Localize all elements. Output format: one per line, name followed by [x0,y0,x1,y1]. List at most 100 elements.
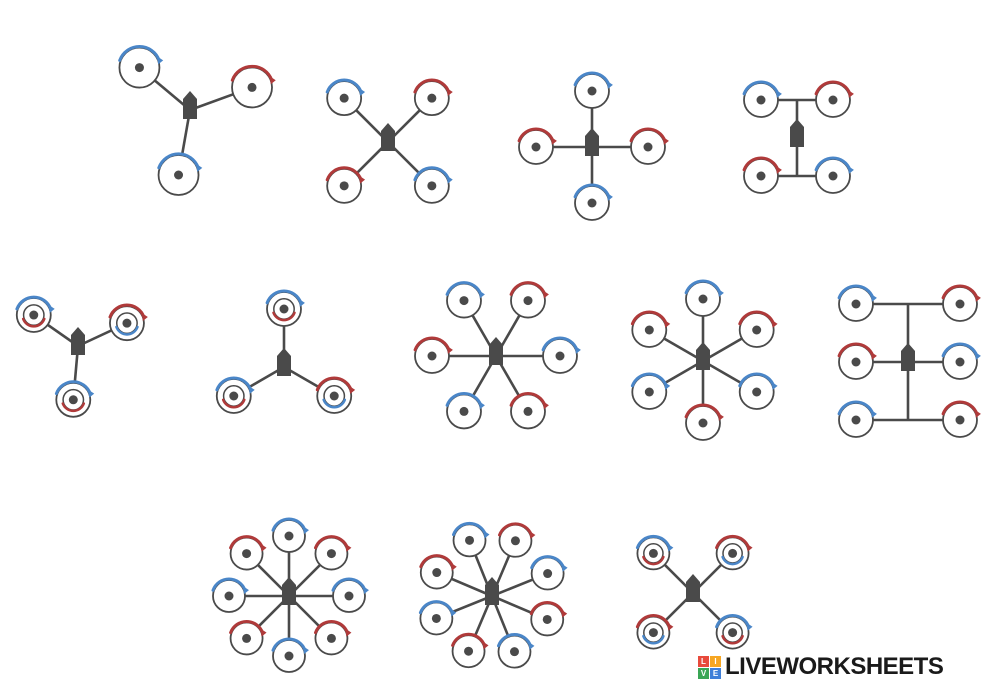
flight-controller-body [489,337,503,365]
rotor [452,521,490,558]
rotation-arrowhead [870,351,877,360]
clockwise-rotation-arrow [738,310,776,326]
clockwise-rotation-arrow [629,127,667,143]
motor-hub [465,535,475,545]
rotation-arrowhead [196,163,203,172]
motor-hub [955,415,965,425]
motor-hub [955,299,965,309]
counterclockwise-rotation-arrow [325,78,363,94]
coaxial-rotation-arrow [642,555,665,566]
coaxial-rotation-arrow [221,398,246,409]
rotor [529,601,568,637]
counterclockwise-rotation-arrow [445,392,483,407]
rotation-arrowhead [88,389,95,398]
rotation-arrowhead [746,543,753,552]
rotor [445,281,485,319]
counterclockwise-rotation-arrow [157,152,200,170]
rotor [635,534,674,571]
counterclockwise-rotation-arrow [837,284,875,300]
rotor [271,517,309,553]
logo-tile-i: I [710,655,721,667]
rotation-arrowhead [298,298,305,307]
rotation-arrowhead [746,622,753,631]
rotation-arrowhead [359,88,366,97]
rotation-arrowhead [446,88,453,97]
counterclockwise-rotation-arrow [445,281,483,296]
flight-controller-body [790,119,804,147]
diagram-tricopter [118,45,276,196]
rotation-arrowhead [349,385,356,394]
rotation-arrowhead [606,80,613,89]
motor-hub [427,93,437,103]
clockwise-rotation-arrow [630,310,668,326]
rotor [509,392,549,430]
rotor [629,127,669,165]
counterclockwise-rotation-arrow [684,279,722,295]
rotation-arrowhead [775,89,782,98]
motor-hub [587,198,597,208]
rotation-arrowhead [667,622,674,631]
rotor [715,534,753,571]
motor-hub [510,536,520,546]
rotor [742,156,782,194]
rotor [271,637,309,673]
rotation-arrowhead [667,543,674,552]
rotor [630,372,671,410]
clockwise-rotation-arrow [315,376,353,392]
rotor [530,555,568,591]
rotation-arrowhead [574,345,581,354]
motor-hub [459,296,469,306]
clockwise-rotation-arrow [837,342,875,358]
rotor [941,284,981,322]
rotation-arrowhead [771,319,778,328]
clockwise-rotation-arrow [230,64,274,82]
counterclockwise-rotation-arrow [331,577,367,592]
motor-hub [326,633,336,643]
motor-hub [174,170,184,180]
rotation-arrowhead [478,290,485,299]
coaxial-rotation-arrow [115,325,139,336]
counterclockwise-rotation-arrow [738,372,776,388]
rotor [230,64,276,109]
counterclockwise-rotation-arrow [630,372,668,388]
rotation-arrowhead [446,175,453,184]
rotation-arrowhead [345,628,352,637]
flight-controller-body [585,128,599,156]
rotor [941,342,981,380]
diagram-hexa-h [837,284,981,438]
counterclockwise-rotation-arrow [941,342,979,358]
motor-hub [122,318,132,328]
rotation-arrowhead [771,381,778,390]
rotor [331,577,369,613]
rotor [497,633,535,669]
motor-hub [523,406,533,416]
motor-hub [955,357,965,367]
coaxial-rotation-arrow [642,634,665,645]
motor-hub [643,142,653,152]
logo-wordmark: LIVEWORKSHEETS [725,653,944,680]
flight-controller-body [71,327,85,355]
rotation-arrowhead [542,401,549,410]
rotation-arrowhead [242,586,249,595]
motor-hub [509,647,519,657]
rotation-arrowhead [662,136,669,145]
rotor [738,372,778,410]
motor-hub [728,628,738,638]
rotation-arrowhead [561,609,568,618]
counterclockwise-rotation-arrow [530,555,566,570]
clockwise-rotation-arrow [529,601,565,616]
rotation-arrowhead [157,56,164,65]
rotor [837,342,877,380]
logo-tile-e: E [710,667,721,679]
rotor [837,284,877,322]
rotor [315,376,356,414]
motor-hub [339,93,349,103]
clockwise-rotation-arrow [635,614,671,629]
diagram-quad-plus [517,71,669,221]
clockwise-rotation-arrow [941,400,979,416]
rotor [325,166,366,204]
rotation-arrowhead [529,530,536,539]
motor-hub [851,415,861,425]
counterclockwise-rotation-arrow [742,80,780,96]
